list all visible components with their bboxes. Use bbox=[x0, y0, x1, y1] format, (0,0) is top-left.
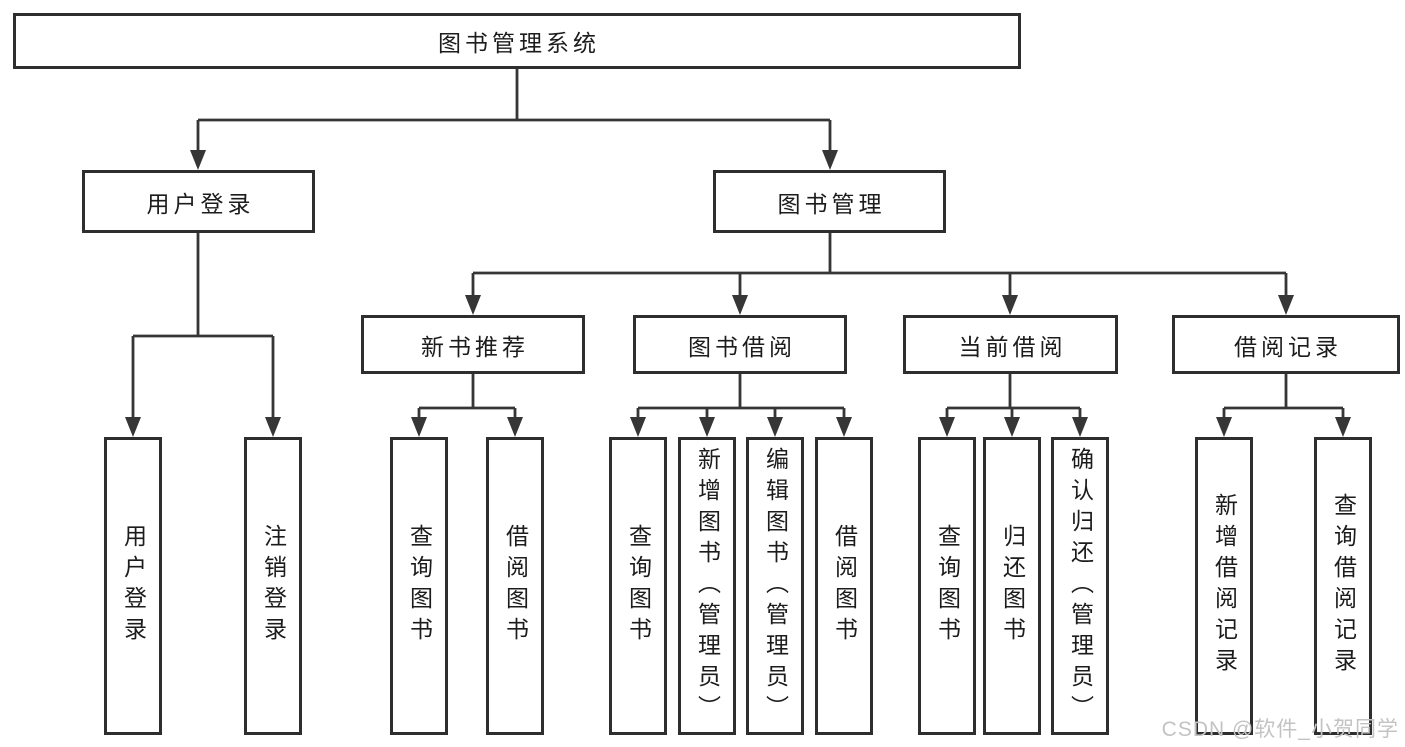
connector-newbook-to-leaves bbox=[417, 374, 517, 420]
arrowhead bbox=[190, 150, 206, 170]
arrowhead bbox=[732, 295, 748, 315]
node-current-borrowing: 当前借阅 bbox=[903, 315, 1118, 374]
leaf-return-books: 归还图书 bbox=[983, 437, 1041, 735]
arrowhead bbox=[507, 417, 523, 437]
leaf-add-book-admin: 新增图书（管理员） bbox=[678, 437, 736, 735]
leaf-borrow-books-borrowing: 借阅图书 bbox=[815, 437, 873, 735]
connector-current-to-leaves bbox=[945, 374, 1082, 420]
connector-borrowing-to-leaves bbox=[636, 374, 846, 420]
leaf-logout: 注销登录 bbox=[244, 437, 302, 735]
leaf-add-borrow-record: 新增借阅记录 bbox=[1195, 437, 1253, 735]
arrowhead bbox=[767, 417, 783, 437]
csdn-watermark: CSDN @软件_小贺同学 bbox=[1161, 718, 1399, 741]
leaf-confirm-return-admin: 确认归还（管理员） bbox=[1051, 437, 1109, 735]
arrowhead bbox=[1004, 417, 1020, 437]
node-new-book-recommend: 新书推荐 bbox=[361, 315, 585, 374]
connector-records-to-leaves bbox=[1222, 374, 1345, 420]
leaf-query-borrow-record: 查询借阅记录 bbox=[1314, 437, 1372, 735]
leaf-user-login: 用户登录 bbox=[104, 437, 162, 735]
arrowhead bbox=[939, 417, 955, 437]
connector-userlogin-to-leaves bbox=[131, 233, 275, 420]
arrowhead bbox=[630, 417, 646, 437]
node-book-borrowing: 图书借阅 bbox=[633, 315, 847, 374]
arrowhead bbox=[465, 295, 481, 315]
arrowhead bbox=[265, 417, 281, 437]
arrowhead bbox=[1002, 295, 1018, 315]
leaf-query-books-current: 查询图书 bbox=[918, 437, 976, 735]
arrowhead bbox=[1072, 417, 1088, 437]
connector-paths bbox=[131, 68, 1345, 420]
connector-root-to-level2 bbox=[196, 68, 832, 152]
leaf-query-books-borrowing: 查询图书 bbox=[609, 437, 667, 735]
node-borrow-records: 借阅记录 bbox=[1172, 315, 1400, 374]
leaf-borrow-books-recommend: 借阅图书 bbox=[486, 437, 544, 735]
arrowhead bbox=[1335, 417, 1351, 437]
arrowheads bbox=[125, 150, 1351, 437]
node-book-management: 图书管理 bbox=[713, 170, 946, 233]
arrowhead bbox=[836, 417, 852, 437]
node-user-login: 用户登录 bbox=[82, 170, 315, 233]
node-root: 图书管理系统 bbox=[13, 13, 1021, 69]
arrowhead bbox=[125, 417, 141, 437]
connector-bookmgmt-to-level3 bbox=[471, 233, 1288, 298]
arrowhead bbox=[1278, 295, 1294, 315]
arrowhead bbox=[411, 417, 427, 437]
arrowhead bbox=[699, 417, 715, 437]
arrowhead bbox=[1216, 417, 1232, 437]
leaf-edit-book-admin: 编辑图书（管理员） bbox=[746, 437, 804, 735]
leaf-query-books-recommend: 查询图书 bbox=[390, 437, 448, 735]
arrowhead bbox=[822, 150, 838, 170]
